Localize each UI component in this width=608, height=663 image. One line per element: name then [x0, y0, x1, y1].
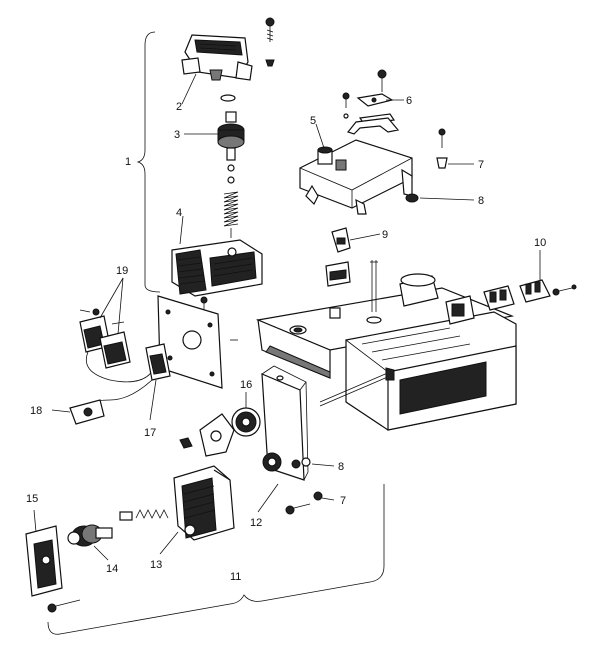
callout-9: 9: [382, 229, 388, 241]
screw-lower-7: [285, 491, 323, 515]
bracket-assembly-11: [47, 484, 385, 635]
part-10-terminal: [483, 279, 577, 311]
screw-bottom: [47, 599, 81, 613]
washer-lower-8: [301, 457, 311, 467]
callout-5: 5: [310, 115, 316, 127]
part-18-thermostat: [69, 399, 105, 425]
callout-16: 16: [240, 379, 252, 391]
callout-4: 4: [176, 207, 182, 219]
part-19-switches: [79, 308, 157, 383]
main-housing: [255, 260, 517, 431]
spring-13: [119, 509, 169, 521]
callout-8-top: 8: [478, 195, 484, 207]
callout-14: 14: [106, 563, 118, 575]
part-3-cam: [217, 111, 245, 161]
part-9-clip: [325, 227, 351, 287]
nut: [179, 437, 193, 449]
callout-7-top: 7: [478, 159, 484, 171]
callout-18: 18: [30, 405, 42, 417]
leader-lines: [33, 73, 541, 561]
callout-15: 15: [26, 493, 38, 505]
callout-1: 1: [125, 156, 131, 168]
screw-7-top: [436, 128, 448, 169]
part-16-gear: [199, 407, 261, 457]
callout-7-lower: 7: [340, 495, 346, 507]
callout-17: 17: [144, 427, 156, 439]
mounting-plate: [157, 295, 238, 389]
bracket-assembly-1: [136, 31, 161, 293]
part-13-gear-motor: [173, 465, 235, 541]
washer: [220, 94, 236, 102]
part-17-switch: [87, 343, 171, 405]
callout-11: 11: [230, 571, 241, 583]
screw-top: [265, 17, 275, 67]
callout-2: 2: [176, 101, 182, 113]
callout-10: 10: [534, 237, 546, 249]
callout-12: 12: [250, 517, 262, 529]
part-14-knob: [67, 524, 113, 547]
part-12-gear-housing: [261, 365, 309, 481]
part-2-bracket: [181, 34, 253, 81]
part-4-motor: [171, 239, 263, 297]
callout-6: 6: [406, 95, 412, 107]
spring-stack: [223, 164, 239, 238]
callout-19: 19: [116, 265, 128, 277]
part-5-cover: [299, 139, 419, 215]
callout-13: 13: [150, 559, 162, 571]
part-15-bracket: [25, 525, 63, 597]
callout-3: 3: [174, 129, 180, 141]
motor-screw: [200, 296, 208, 312]
part-6-bracket: [342, 69, 400, 135]
callout-8-lower: 8: [338, 461, 344, 473]
